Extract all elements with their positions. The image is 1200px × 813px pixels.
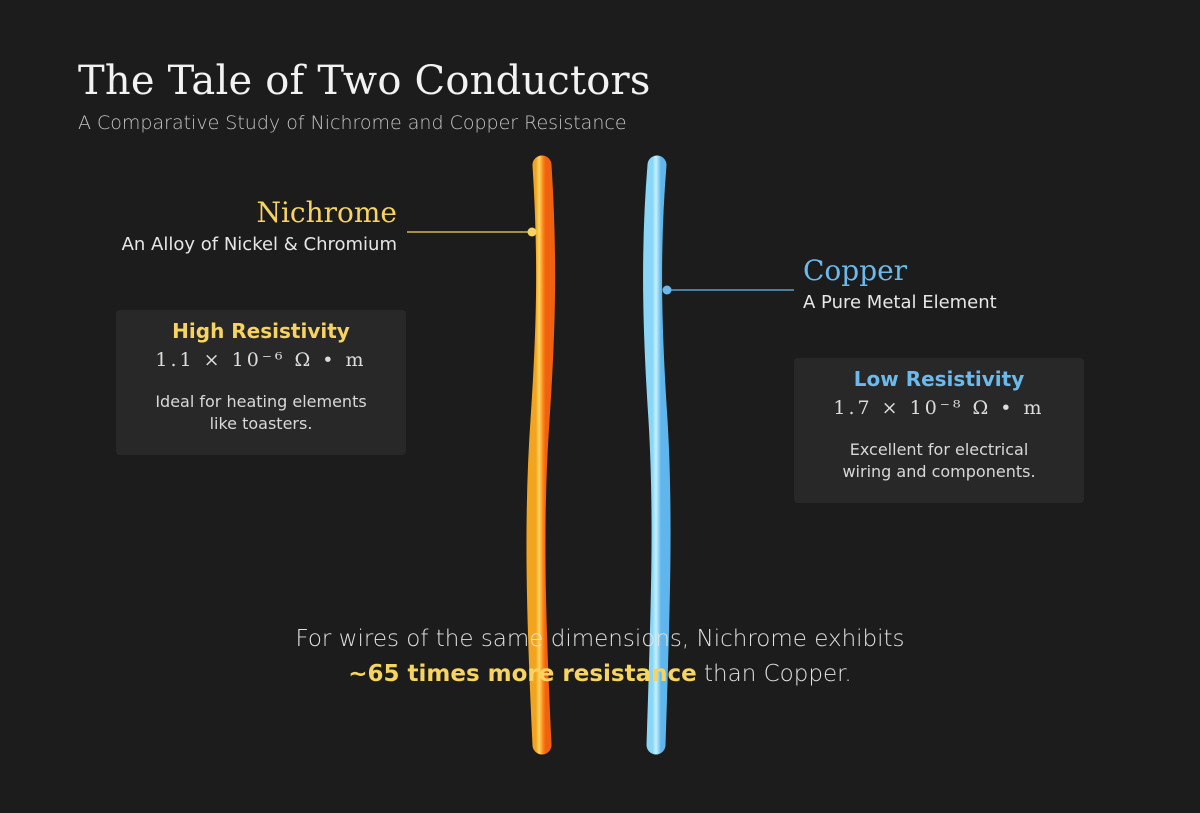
copper-description: A Pure Metal Element	[803, 292, 997, 313]
summary-text: For wires of the same dimensions, Nichro…	[0, 622, 1200, 692]
nichrome-wire	[526, 155, 556, 755]
summary-line-2-rest: than Copper.	[696, 661, 852, 687]
page-title: The Tale of Two Conductors	[78, 58, 651, 104]
summary-highlight: ~65 times more resistance	[348, 661, 697, 687]
copper-leader-dot	[662, 285, 672, 295]
nichrome-label: Nichrome	[256, 196, 397, 229]
nichrome-leader-dot	[527, 227, 537, 237]
copper-card-note: Excellent for electrical wiring and comp…	[842, 440, 1036, 481]
nichrome-resistivity-value: 1.1 × 10⁻⁶ Ω • m	[155, 349, 367, 371]
copper-wire	[643, 155, 671, 755]
copper-label: Copper	[803, 254, 908, 287]
summary-line-2: ~65 times more resistance than Copper.	[0, 657, 1200, 692]
copper-card-heading: Low Resistivity	[853, 367, 1025, 391]
nichrome-card-heading: High Resistivity	[172, 319, 350, 343]
summary-line-1: For wires of the same dimensions, Nichro…	[295, 626, 905, 652]
copper-resistivity-value: 1.7 × 10⁻⁸ Ω • m	[833, 397, 1045, 419]
nichrome-card-note: Ideal for heating elements like toasters…	[155, 392, 367, 433]
copper-info-card: Low Resistivity 1.7 × 10⁻⁸ Ω • m Excelle…	[794, 358, 1084, 503]
page-subtitle: A Comparative Study of Nichrome and Copp…	[78, 112, 627, 134]
nichrome-info-card: High Resistivity 1.1 × 10⁻⁶ Ω • m Ideal …	[116, 310, 406, 455]
nichrome-description: An Alloy of Nickel & Chromium	[121, 234, 397, 255]
